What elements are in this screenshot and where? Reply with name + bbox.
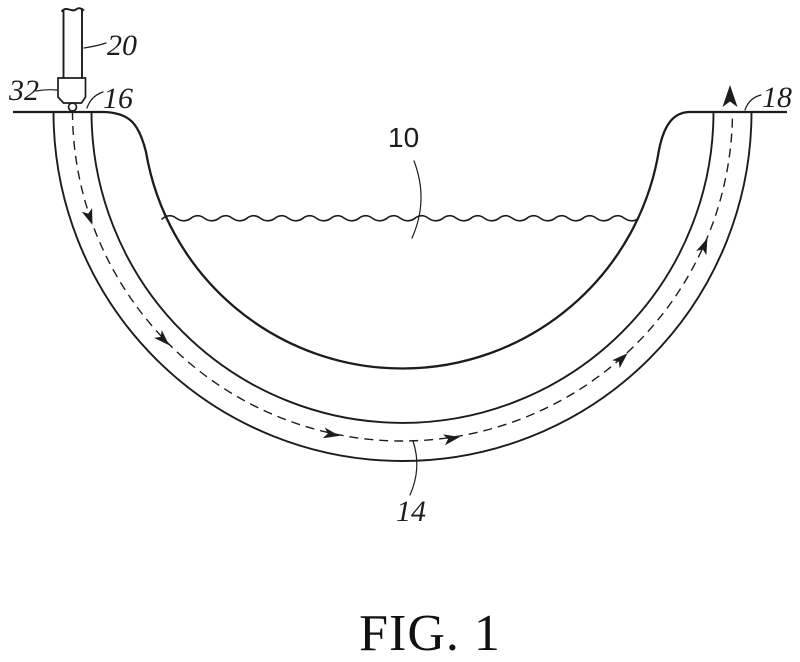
drill-bit-circle	[67, 102, 78, 112]
label-14: 14	[396, 495, 426, 528]
drill-rig-box	[57, 77, 87, 104]
flow-arrow	[696, 236, 713, 256]
leader-line-20	[83, 42, 107, 49]
label-32: 32	[8, 74, 39, 107]
borehole-centerline	[71, 110, 734, 442]
borehole-inner-wall	[90, 111, 715, 424]
leader-line-14	[409, 440, 418, 496]
flow-arrow	[81, 207, 98, 227]
leader-line-18	[744, 94, 762, 111]
figure-caption: FIG. 1	[359, 605, 501, 662]
leader-line-16	[86, 91, 104, 109]
label-18: 18	[762, 81, 792, 114]
leader-line-10	[411, 160, 422, 239]
drill-string-pipe	[61, 7, 85, 79]
label-20: 20	[107, 29, 137, 62]
borehole-outer-wall	[52, 111, 753, 462]
label-16: 16	[103, 82, 133, 115]
leader-line-32	[35, 89, 58, 92]
exit-arrow	[722, 85, 738, 107]
label-10: 10	[388, 122, 419, 153]
ground-surface-and-basin-profile	[13, 110, 787, 370]
water-surface-wavy-line	[161, 214, 639, 222]
